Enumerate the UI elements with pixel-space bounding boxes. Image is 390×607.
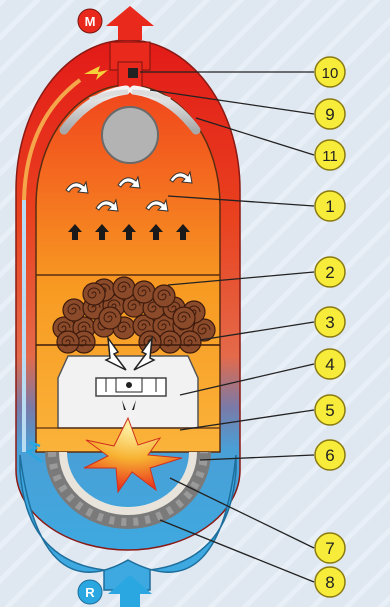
- callout-label: 7: [325, 539, 334, 558]
- callout-10: 10: [314, 56, 346, 88]
- callout-label: 2: [325, 263, 334, 282]
- callout-2: 2: [314, 256, 346, 288]
- flow-arrow-top: [84, 66, 108, 80]
- callout-label: 11: [322, 148, 338, 165]
- callout-9: 9: [314, 98, 346, 130]
- log: [98, 306, 122, 330]
- callout-4: 4: [314, 348, 346, 380]
- inspection-port: [101, 106, 159, 164]
- callout-label: 1: [325, 197, 334, 216]
- callout-3: 3: [314, 306, 346, 338]
- callout-6: 6: [314, 439, 346, 471]
- callout-label: 4: [325, 355, 334, 374]
- outlet-label: M: [77, 8, 103, 34]
- flow-arrow-return: [25, 440, 43, 464]
- nozzle-arrows: [122, 400, 136, 410]
- log: [82, 282, 106, 306]
- firebox: [35, 41, 221, 529]
- return-arrow: [108, 575, 152, 607]
- callout-7: 7: [314, 532, 346, 564]
- svg-text:R: R: [85, 585, 95, 600]
- callout-11: 11: [314, 139, 346, 171]
- callout-label: 6: [325, 446, 334, 465]
- flame: [83, 416, 183, 494]
- log: [112, 276, 136, 300]
- log: [178, 330, 202, 354]
- callout-5: 5: [314, 394, 346, 426]
- feed-arrows: [104, 335, 156, 371]
- callout-label: 10: [322, 65, 339, 82]
- swirl-arrows: [65, 170, 193, 212]
- flue-damper: [128, 68, 138, 78]
- svg-text:M: M: [85, 14, 96, 29]
- outlet-arrow: [106, 6, 154, 40]
- log: [132, 280, 156, 304]
- left-flow-line: [22, 78, 82, 201]
- combustion-bowl: [57, 451, 199, 517]
- log: [56, 330, 80, 354]
- callout-label: 3: [325, 313, 334, 332]
- log: [172, 306, 196, 330]
- callout-8: 8: [314, 566, 346, 598]
- callout-label: 5: [325, 401, 334, 420]
- callout-label: 8: [325, 573, 334, 592]
- log: [158, 330, 182, 354]
- updraft-arrows: [68, 224, 190, 240]
- return-label: R: [77, 579, 103, 605]
- return-chamber: [19, 454, 237, 591]
- callout-1: 1: [314, 190, 346, 222]
- log: [62, 298, 86, 322]
- log: [152, 284, 176, 308]
- callout-label: 9: [325, 105, 334, 124]
- leader-lines: [140, 71, 315, 583]
